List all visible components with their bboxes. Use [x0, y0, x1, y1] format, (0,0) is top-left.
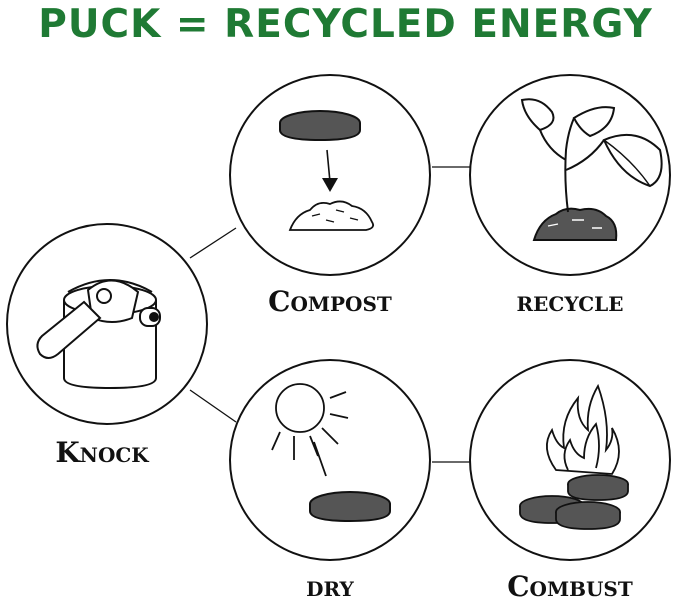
connector-knock-compost: [189, 227, 237, 259]
recycle-circle: [469, 74, 671, 276]
step-label-combust: Combust: [507, 570, 633, 603]
tamper-knock-box-icon: [36, 279, 161, 390]
step-label-knock: Knock: [55, 436, 149, 469]
sun-drying-puck-icon: [271, 383, 391, 523]
connector-knock-dry: [189, 389, 237, 423]
step-label-dry: dry: [306, 570, 354, 603]
step-label-recycle: recycle: [516, 285, 624, 318]
puck-to-compost-icon: [279, 110, 375, 231]
dry-circle: [229, 359, 431, 561]
step-label-compost: Compost: [268, 285, 392, 318]
diagram-title: PUCK = RECYCLED ENERGY: [38, 2, 653, 47]
plant-sprout-icon: [520, 98, 663, 241]
burning-pucks-icon: [519, 383, 629, 530]
